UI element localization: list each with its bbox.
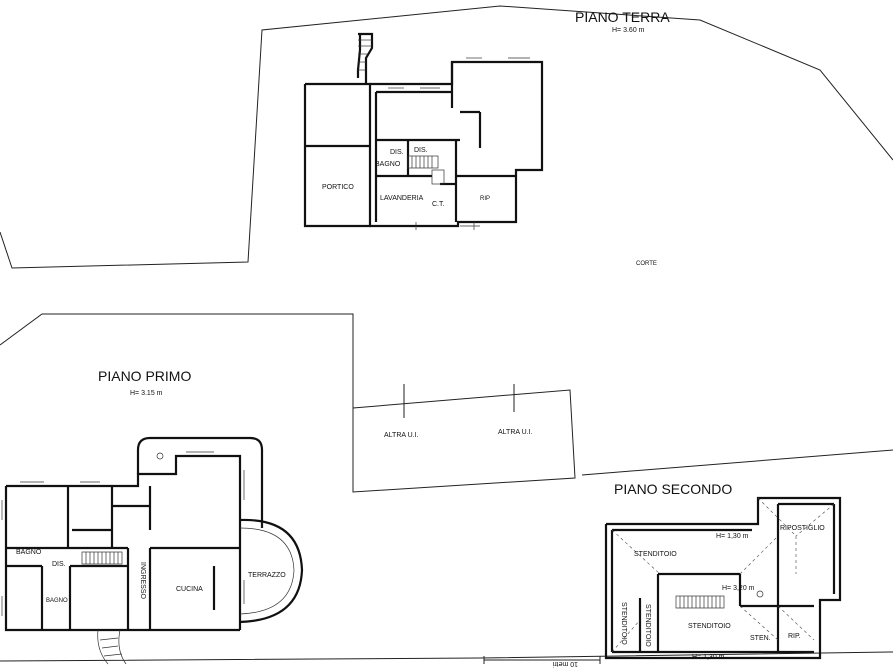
room-label-sten: STEN. <box>750 635 771 642</box>
external-stair <box>356 32 374 84</box>
first-floor-height: H= 3.15 m <box>130 390 163 397</box>
second-floor-title: PIANO SECONDO <box>614 481 732 497</box>
room-label-bagno-small: BAGNO <box>46 598 68 604</box>
room-label-bagno-first: BAGNO <box>16 549 42 556</box>
first-floor-title: PIANO PRIMO <box>98 368 191 384</box>
room-label-cucina: CUCINA <box>176 586 203 593</box>
room-label-ingresso: INGRESSO <box>139 562 146 600</box>
room-label-stenditoio-main: STENDITOIO <box>688 623 731 630</box>
unit-label-left: ALTRA U.I. <box>384 432 419 439</box>
room-label-stenditoio-vertical-2: STENDITOIO <box>644 604 651 647</box>
ground-floor-title: PIANO TERRA <box>575 9 670 25</box>
lot-boundary-lower <box>0 313 893 662</box>
ground-floor-plan <box>303 32 544 230</box>
second-floor-stairs <box>675 595 725 609</box>
ground-floor-height: H= 3.60 m <box>612 27 645 34</box>
room-label-dis-first: DIS. <box>52 561 66 568</box>
room-label-terrazzo: TERRAZZO <box>248 572 286 579</box>
ground-floor-stairs <box>407 155 445 185</box>
second-floor-height-top: H= 1,30 m <box>716 533 749 540</box>
room-label-stenditoio-top: STENDITOIO <box>634 551 677 558</box>
area-label-corte: CORTE <box>636 261 657 267</box>
room-label-bagno-ground: BAGNO <box>375 161 401 168</box>
second-floor-plan <box>604 496 842 660</box>
room-label-lavanderia: LAVANDERIA <box>380 195 424 202</box>
second-floor-height-middle: H= 3,20 m <box>722 585 755 592</box>
room-label-rip-second: RIP. <box>788 633 801 640</box>
room-label-portico: PORTICO <box>322 184 354 191</box>
first-floor-plan <box>1 436 304 665</box>
unit-label-right: ALTRA U.I. <box>498 429 533 436</box>
lot-boundary-upper <box>0 5 893 476</box>
entrance-steps <box>97 629 127 665</box>
room-label-ct: C.T. <box>432 201 445 208</box>
second-floor-height-bottom: H= 1,30 m <box>692 654 725 661</box>
scale-label: 10 metri <box>552 660 578 667</box>
scale-bar <box>483 656 601 664</box>
first-floor-stairs <box>81 551 123 565</box>
room-label-dis-1: DIS. <box>390 149 404 156</box>
room-label-ripostiglio: RIPOSTIGLIO <box>780 525 825 532</box>
room-label-rip-ground: RIP <box>480 196 490 202</box>
room-label-dis-2: DIS. <box>414 147 428 154</box>
room-label-stenditoio-vertical-1: STENDITOIO <box>620 602 627 645</box>
